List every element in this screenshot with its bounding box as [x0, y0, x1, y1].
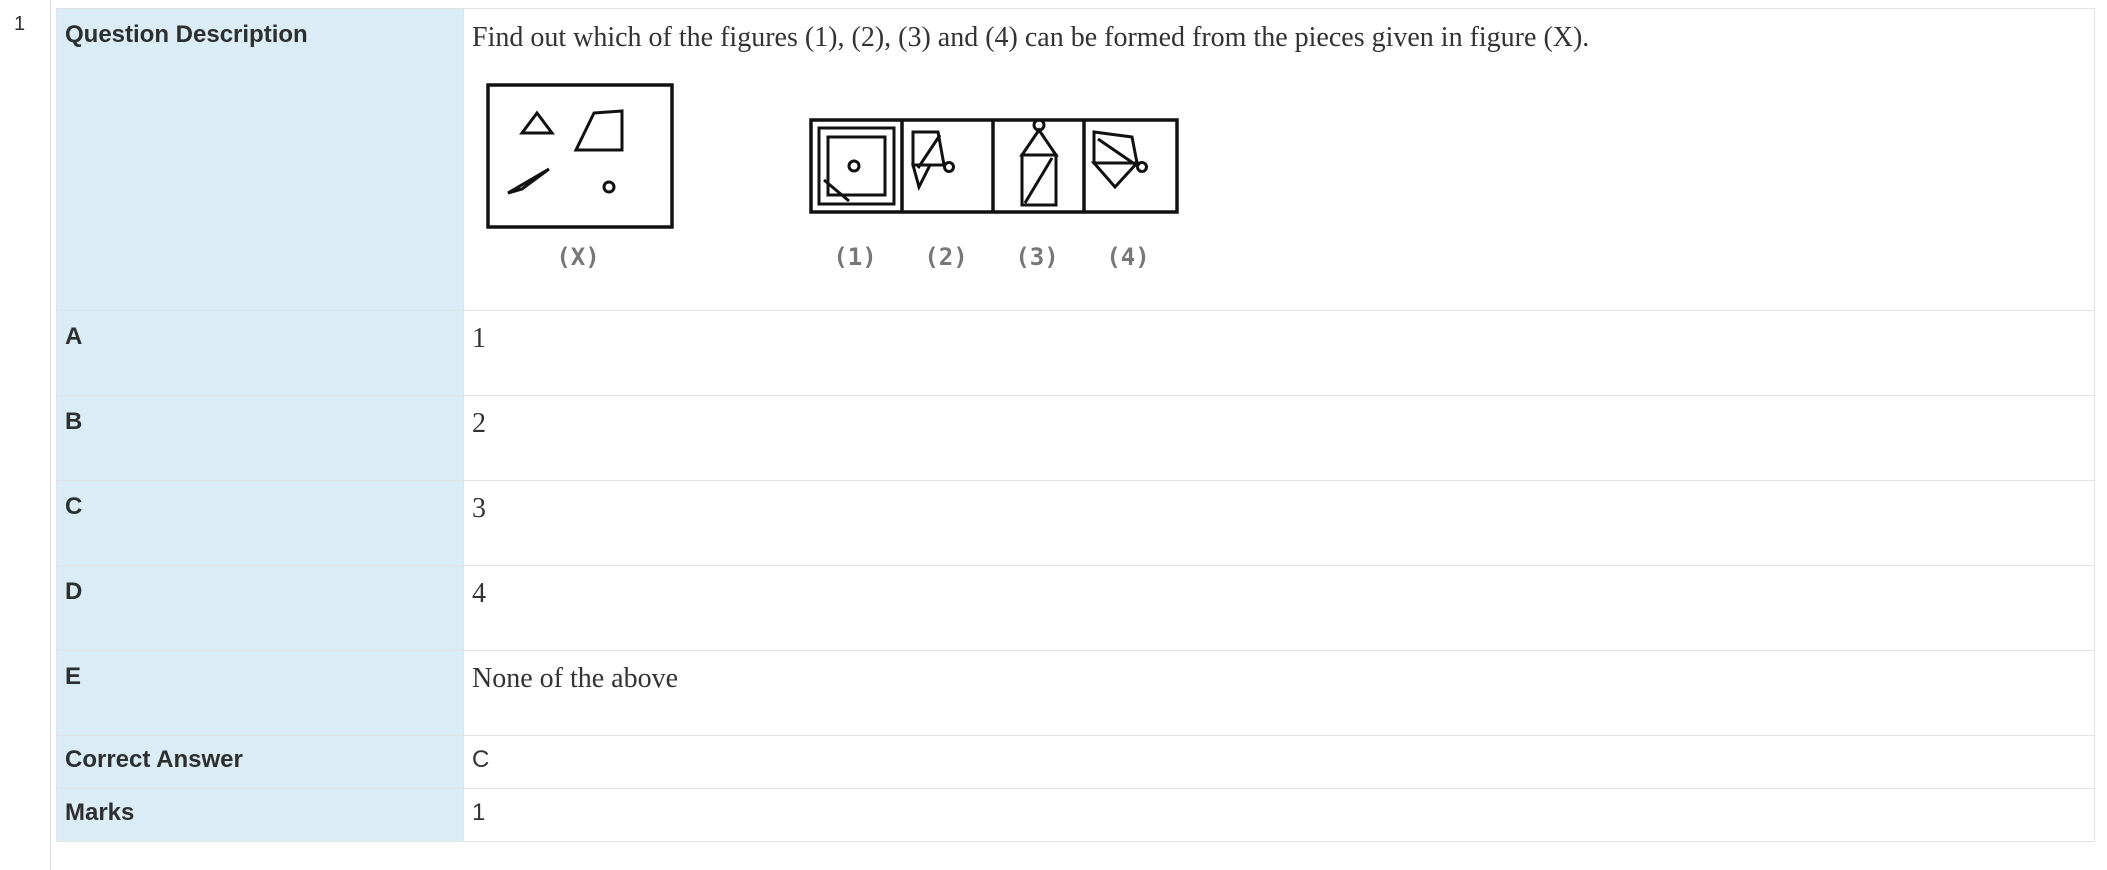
- table-row-marks: Marks 1: [56, 788, 2095, 842]
- description-cell: Find out which of the figures (1), (2), …: [463, 8, 2095, 311]
- table-row-option-e: E None of the above: [56, 650, 2095, 736]
- figure-options: [809, 118, 1179, 214]
- figure-1: [817, 126, 896, 206]
- description-label: Question Description: [56, 8, 464, 311]
- table-row-correct-answer: Correct Answer C: [56, 735, 2095, 789]
- figure-3: [1019, 118, 1059, 207]
- option-b-value: 2: [463, 395, 2095, 481]
- option-d-value: 4: [463, 565, 2095, 651]
- question-table: Question Description Find out which of t…: [56, 8, 2095, 842]
- option-a-label: A: [56, 310, 464, 396]
- question-frame: [50, 0, 2107, 870]
- table-row-description: Question Description Find out which of t…: [56, 8, 2095, 311]
- table-row-option-a: A 1: [56, 310, 2095, 396]
- option-b-label: B: [56, 395, 464, 481]
- figure-4: [1090, 130, 1148, 190]
- option-d-label: D: [56, 565, 464, 651]
- figure-x: [486, 83, 674, 229]
- option-a-value: 1: [463, 310, 2095, 396]
- caption-1: (1): [833, 243, 876, 271]
- caption-3: (3): [1015, 243, 1058, 271]
- correct-answer-label: Correct Answer: [56, 735, 464, 789]
- caption-x: (X): [556, 243, 599, 271]
- option-e-value: None of the above: [463, 650, 2095, 736]
- table-row-option-d: D 4: [56, 565, 2095, 651]
- option-c-value: 3: [463, 480, 2095, 566]
- table-row-option-b: B 2: [56, 395, 2095, 481]
- table-row-option-c: C 3: [56, 480, 2095, 566]
- marks-label: Marks: [56, 788, 464, 842]
- option-c-label: C: [56, 480, 464, 566]
- marks-value: 1: [463, 788, 2095, 842]
- question-text: Find out which of the figures (1), (2), …: [472, 22, 1590, 53]
- option-e-label: E: [56, 650, 464, 736]
- correct-answer-value: C: [463, 735, 2095, 789]
- question-figures: (X): [486, 83, 1179, 271]
- caption-4: (4): [1106, 243, 1149, 271]
- question-number: 1: [14, 13, 26, 35]
- caption-2: (2): [924, 243, 967, 271]
- figure-2: [911, 130, 955, 192]
